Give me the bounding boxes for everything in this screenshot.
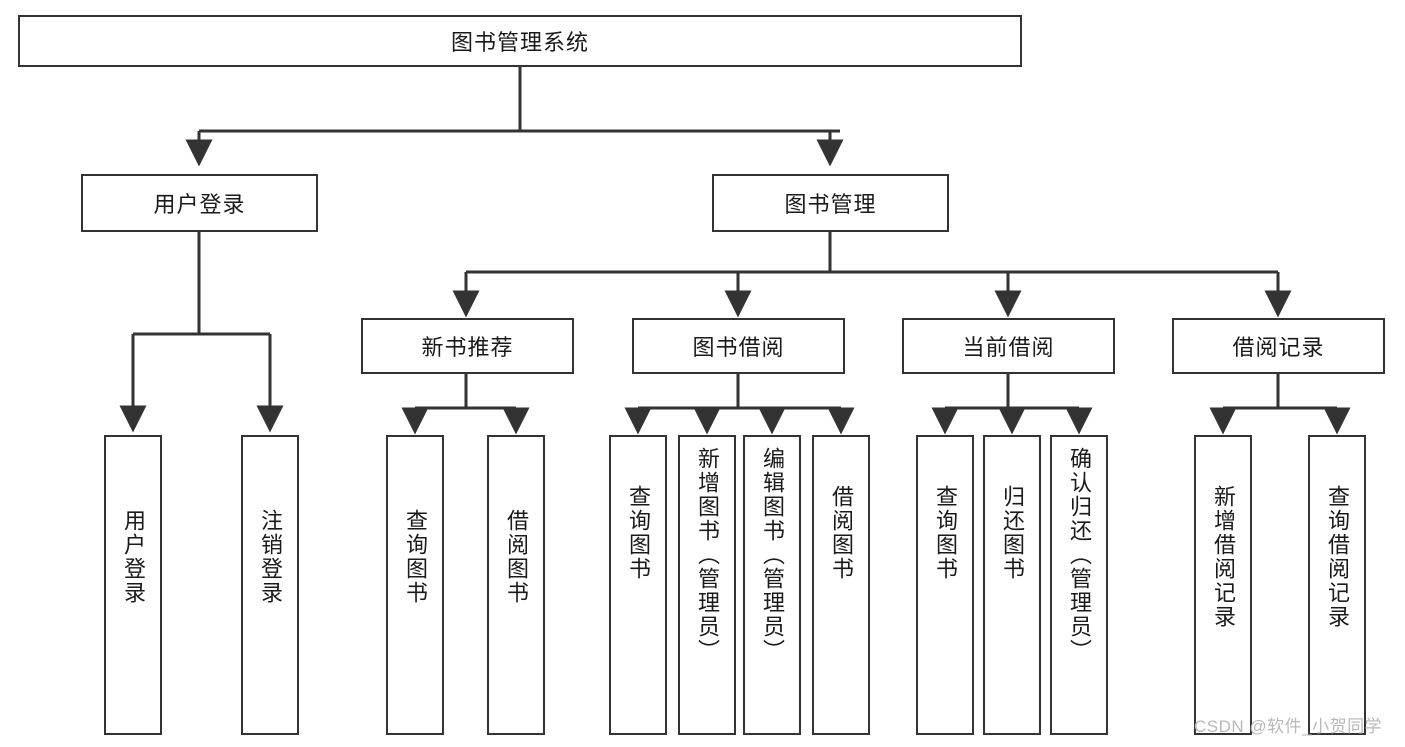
leaf-edit-book[interactable]: 编辑图书（管理员） <box>743 435 801 735</box>
leaf-borrow-book-2[interactable]: 借阅图书 <box>812 435 870 735</box>
leaf-user-login[interactable]: 用户登录 <box>104 435 162 735</box>
node-new-book-recommend[interactable]: 新书推荐 <box>361 318 574 374</box>
leaf-user-login-label: 用户登录 <box>121 509 146 605</box>
node-root[interactable]: 图书管理系统 <box>18 15 1022 67</box>
leaf-return-book-label: 归还图书 <box>1000 485 1025 581</box>
node-book-management-label: 图书管理 <box>784 192 877 217</box>
leaf-borrow-book-1-label: 借阅图书 <box>504 509 529 605</box>
leaf-query-book-1-label: 查询图书 <box>403 509 428 605</box>
leaf-logout-label: 注销登录 <box>258 509 283 605</box>
node-borrow-record[interactable]: 借阅记录 <box>1172 318 1385 374</box>
leaf-add-book-label: 新增图书（管理员） <box>695 447 720 663</box>
leaf-query-book-3[interactable]: 查询图书 <box>916 435 974 735</box>
leaf-confirm-return-label: 确认归还（管理员） <box>1067 447 1092 663</box>
leaf-query-record[interactable]: 查询借阅记录 <box>1308 435 1366 735</box>
leaf-borrow-book-1[interactable]: 借阅图书 <box>487 435 545 735</box>
leaf-logout[interactable]: 注销登录 <box>241 435 299 735</box>
leaf-query-record-label: 查询借阅记录 <box>1325 485 1350 629</box>
node-borrow-record-label: 借阅记录 <box>1232 335 1325 360</box>
leaf-confirm-return[interactable]: 确认归还（管理员） <box>1050 435 1108 735</box>
leaf-add-record[interactable]: 新增借阅记录 <box>1194 435 1252 735</box>
leaf-return-book[interactable]: 归还图书 <box>983 435 1041 735</box>
leaf-borrow-book-2-label: 借阅图书 <box>829 485 854 581</box>
leaf-query-book-2[interactable]: 查询图书 <box>609 435 667 735</box>
leaf-query-book-1[interactable]: 查询图书 <box>386 435 444 735</box>
leaf-add-book[interactable]: 新增图书（管理员） <box>678 435 736 735</box>
node-book-borrow[interactable]: 图书借阅 <box>632 318 845 374</box>
node-root-label: 图书管理系统 <box>450 30 589 55</box>
node-new-book-recommend-label: 新书推荐 <box>421 335 514 360</box>
node-user-login-label: 用户登录 <box>153 192 246 217</box>
leaf-query-book-3-label: 查询图书 <box>933 485 958 581</box>
node-current-borrow[interactable]: 当前借阅 <box>902 318 1115 374</box>
node-user-login[interactable]: 用户登录 <box>81 174 318 232</box>
leaf-add-record-label: 新增借阅记录 <box>1211 485 1236 629</box>
leaf-query-book-2-label: 查询图书 <box>626 485 651 581</box>
node-book-borrow-label: 图书借阅 <box>692 335 785 360</box>
leaf-edit-book-label: 编辑图书（管理员） <box>760 447 785 663</box>
node-current-borrow-label: 当前借阅 <box>962 335 1055 360</box>
watermark: CSDN @软件_小贺同学 <box>1194 717 1383 736</box>
node-book-management[interactable]: 图书管理 <box>712 174 949 232</box>
